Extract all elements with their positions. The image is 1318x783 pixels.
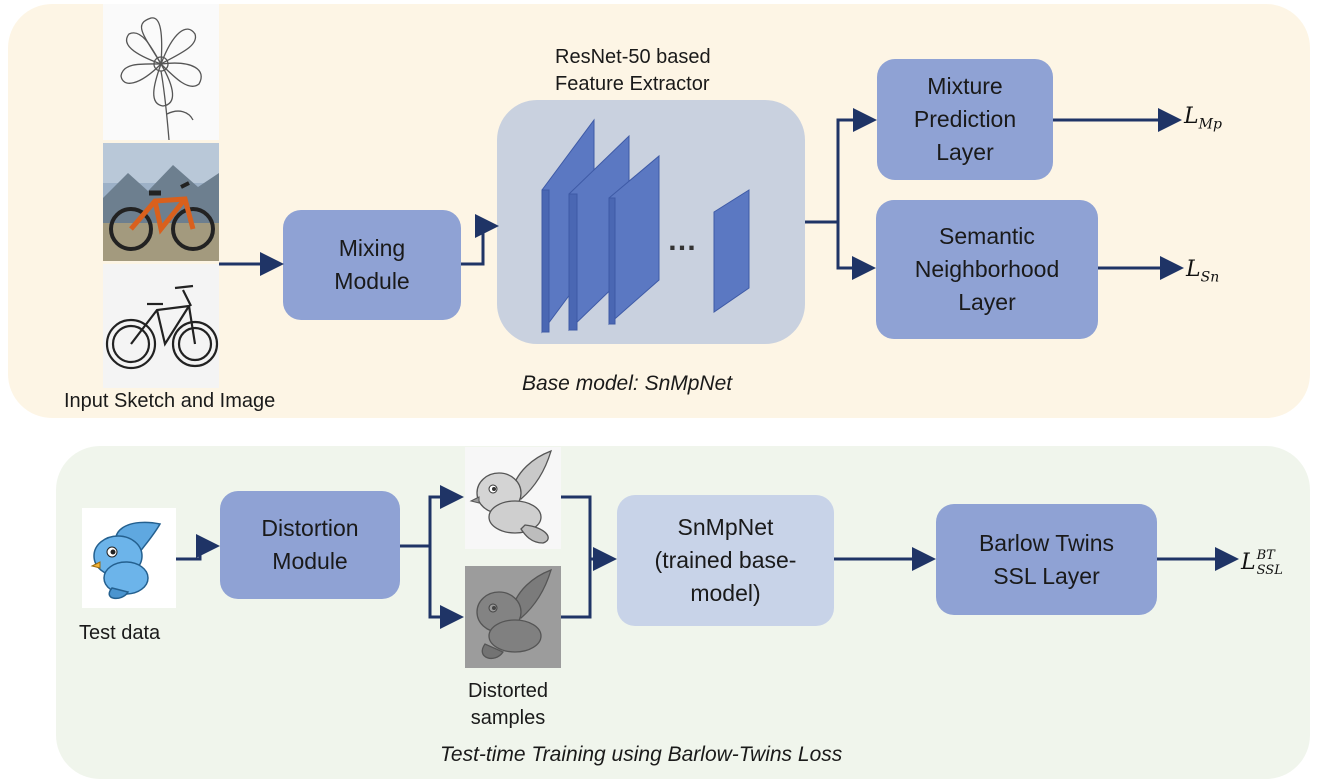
loss-mp-label: LMp (1184, 104, 1222, 133)
bird-distorted-icon (465, 447, 561, 549)
barlow-twins-box: Barlow Twins SSL Layer (936, 504, 1157, 615)
base-model-caption: Base model: SnMpNet (522, 372, 733, 395)
arrow-mixing-to-extractor (461, 214, 499, 266)
bike-sketch-icon (103, 264, 219, 388)
snmpnet-box: SnMpNet (trained base- model) (617, 495, 834, 626)
semantic-neighborhood-label: Semantic Neighborhood Layer (914, 223, 1060, 315)
feature-maps-icon (541, 118, 750, 334)
mixing-module-label: Mixing Module (334, 235, 410, 294)
arrow-to-semantic (836, 222, 876, 280)
snmpnet-label: SnMpNet (trained base- model) (654, 514, 797, 606)
bird-cartoon-icon (82, 508, 176, 608)
arrow-to-distorted-1 (428, 485, 464, 546)
flower-sketch-icon (103, 4, 219, 140)
input-caption: Input Sketch and Image (64, 390, 276, 412)
bike-photo-icon (103, 143, 219, 261)
arrow-distorted-1-merge (561, 495, 592, 559)
extractor-ellipsis: … (667, 224, 697, 257)
arrow-test-to-distortion (176, 534, 220, 561)
mixture-prediction-layer-box: Mixture Prediction Layer (877, 59, 1053, 180)
distortion-module-label: Distortion Module (261, 515, 359, 574)
loss-sn-label: LSn (1186, 257, 1220, 286)
bird-gray-icon (465, 566, 561, 668)
test-data-caption: Test data (79, 622, 161, 644)
semantic-neighborhood-layer-box: Semantic Neighborhood Layer (876, 200, 1098, 339)
barlow-twins-label: Barlow Twins SSL Layer (978, 529, 1115, 589)
mixture-prediction-label: Mixture Prediction Layer (913, 73, 1017, 165)
arrow-to-distorted-2 (428, 546, 464, 629)
mixing-module-box: Mixing Module (283, 210, 461, 320)
test-time-training-caption: Test-time Training using Barlow-Twins Lo… (440, 743, 843, 766)
arrow-distorted-2-merge (561, 559, 592, 619)
distortion-module-box: Distortion Module (220, 491, 400, 599)
feature-extractor-box: … (497, 100, 805, 344)
arrow-to-mixture (836, 108, 877, 222)
extractor-title: ResNet-50 based Feature Extractor (555, 46, 711, 95)
distorted-samples-caption: Distorted samples (468, 680, 549, 729)
